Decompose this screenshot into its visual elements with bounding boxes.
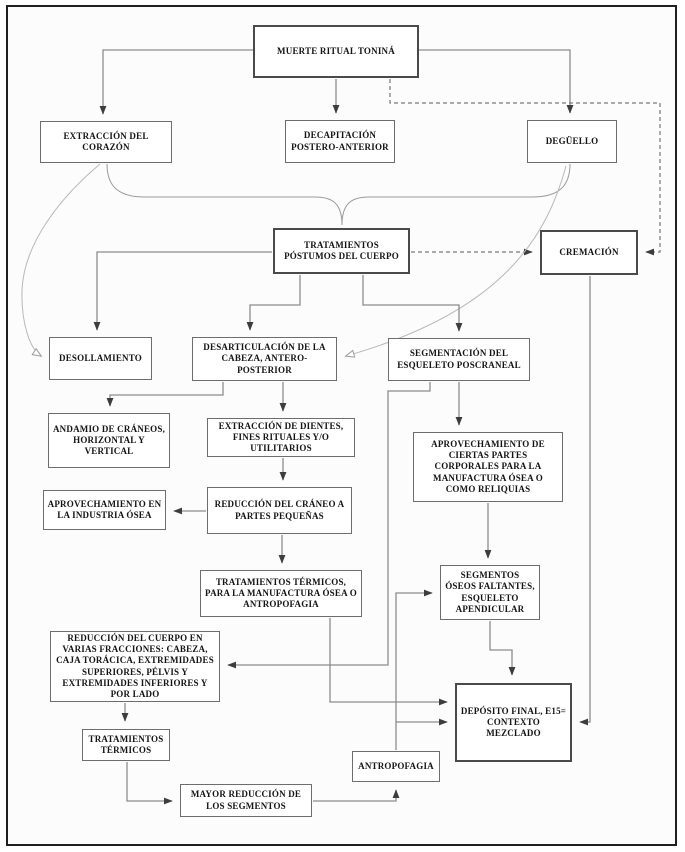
flow-node-label: EXTRACCIÓN DE DIENTES, FINES RITUALES Y/… bbox=[218, 420, 344, 454]
edge-desarticulacion-andamio bbox=[106, 382, 224, 407]
flow-node-label: REDUCCIÓN DEL CRÁNEO A PARTES PEQUEÑAS bbox=[214, 499, 345, 521]
flow-node-label: MAYOR REDUCCIÓN DE LOS SEGMENTOS bbox=[190, 789, 302, 811]
flow-node-cremacion: CREMACIÓN bbox=[540, 230, 638, 275]
flow-node-label: SEGMENTACIÓN DEL ESQUELETO POSCRANEAL bbox=[397, 348, 521, 370]
flow-node-label: TRATAMIENTOS TÉRMICOS, PARA LA MANUFACTU… bbox=[205, 576, 357, 610]
flow-node-label: ANTROPOFAGIA bbox=[358, 760, 434, 771]
flow-node-deposito: DEPÓSITO FINAL, E15= CONTEXTO MEZCLADO bbox=[455, 683, 572, 762]
flow-node-corazon: EXTRACCIÓN DEL CORAZÓN bbox=[40, 121, 172, 163]
edge-corazon-desollamiento bbox=[21, 163, 101, 356]
flow-node-andamio: ANDAMIO DE CRÁNEOS, HORIZONTAL Y VERTICA… bbox=[48, 413, 170, 468]
edge-termicos-mayorred bbox=[126, 762, 173, 805]
flow-node-antropofagia: ANTROPOFAGIA bbox=[352, 751, 440, 782]
flow-node-desollamiento: DESOLLAMIENTO bbox=[49, 337, 152, 380]
edge-brace-right bbox=[341, 163, 571, 226]
flow-node-label: ANDAMIO DE CRÁNEOS, HORIZONTAL Y VERTICA… bbox=[52, 423, 166, 457]
flow-node-label: DESOLLAMIENTO bbox=[59, 352, 142, 363]
flow-node-label: APROVECHAMIENTO DE CIERTAS PARTES CORPOR… bbox=[431, 438, 545, 494]
flow-node-label: DESARTICULACIÓN DE LA CABEZA, ANTERO-POS… bbox=[203, 342, 326, 375]
flow-node-mayor_red: MAYOR REDUCCIÓN DE LOS SEGMENTOS bbox=[180, 784, 312, 817]
flow-node-label: APROVECHAMIENTO EN LA INDUSTRIA ÓSEA bbox=[47, 498, 162, 520]
flow-node-muerte: MUERTE RITUAL TONINÁ bbox=[253, 25, 419, 78]
edge-muerte-cremacion bbox=[389, 79, 661, 256]
flow-node-dientes: EXTRACCIÓN DE DIENTES, FINES RITUALES Y/… bbox=[207, 418, 355, 457]
flow-node-desarticulacion: DESARTICULACIÓN DE LA CABEZA, ANTERO-POS… bbox=[192, 337, 337, 381]
flow-node-label: DEPÓSITO FINAL, E15= CONTEXTO MEZCLADO bbox=[460, 705, 567, 739]
flow-node-label: DEGÜELLO bbox=[545, 135, 599, 146]
edge-postumos-desollamiento bbox=[93, 251, 272, 331]
flow-node-termicos: TRATAMIENTOS TÉRMICOS bbox=[82, 729, 170, 761]
flow-node-label: SEGMENTOS ÓSEOS FALTANTES, ESQUELETO APE… bbox=[445, 570, 535, 614]
edge-postumos-segmentacion bbox=[362, 275, 463, 332]
flow-node-reduc_craneo: REDUCCIÓN DEL CRÁNEO A PARTES PEQUEÑAS bbox=[207, 487, 352, 534]
edge-muerte-deguello bbox=[418, 49, 574, 114]
edges-group bbox=[21, 49, 661, 805]
flow-node-label: DECAPITACIÓN POSTERO-ANTERIOR bbox=[291, 130, 389, 152]
flow-node-label: TRATAMIENTOS TÉRMICOS bbox=[88, 733, 164, 755]
flow-node-seg_oseos: SEGMENTOS ÓSEOS FALTANTES, ESQUELETO APE… bbox=[440, 565, 540, 620]
flow-node-label: CREMACIÓN bbox=[559, 246, 619, 257]
flow-node-label: TRATAMIENTOS PÓSTUMOS DEL CUERPO bbox=[284, 239, 399, 261]
flow-node-label: REDUCCIÓN DEL CUERPO EN VARIAS FRACCIONE… bbox=[56, 632, 214, 699]
flow-node-termicos_man: TRATAMIENTOS TÉRMICOS, PARA LA MANUFACTU… bbox=[200, 570, 362, 617]
flow-node-decapitacion: DECAPITACIÓN POSTERO-ANTERIOR bbox=[285, 120, 395, 163]
flow-node-reduc_cuerpo: REDUCCIÓN DEL CUERPO EN VARIAS FRACCIONE… bbox=[50, 631, 220, 702]
flow-node-deguello: DEGÜELLO bbox=[527, 120, 617, 163]
edge-brace-left bbox=[106, 163, 343, 226]
edge-postumos-desarticulacion bbox=[246, 275, 301, 331]
edge-muerte-corazon bbox=[99, 49, 254, 115]
edge-segmentacion-reducuerpo bbox=[227, 382, 431, 669]
flow-node-segmentacion: SEGMENTACIÓN DEL ESQUELETO POSCRANEAL bbox=[388, 338, 530, 381]
edge-deguello-desarticulacion bbox=[346, 165, 567, 356]
edge-segoseos-deposito bbox=[489, 621, 516, 676]
flow-node-aprov_ciertas: APROVECHAMIENTO DE CIERTAS PARTES CORPOR… bbox=[413, 432, 563, 502]
edge-cremacion-deposito bbox=[579, 276, 591, 726]
flow-node-postumos: TRATAMIENTOS PÓSTUMOS DEL CUERPO bbox=[273, 228, 410, 274]
flow-node-label: EXTRACCIÓN DEL CORAZÓN bbox=[63, 130, 149, 152]
edge-mayorred-antropofagia bbox=[313, 789, 400, 802]
flow-node-label: MUERTE RITUAL TONINÁ bbox=[277, 45, 395, 56]
flow-node-industria: APROVECHAMIENTO EN LA INDUSTRIA ÓSEA bbox=[43, 490, 166, 530]
edge-antropofagia-segoseos bbox=[395, 589, 433, 750]
edge-termicosman-deposito bbox=[329, 618, 448, 706]
